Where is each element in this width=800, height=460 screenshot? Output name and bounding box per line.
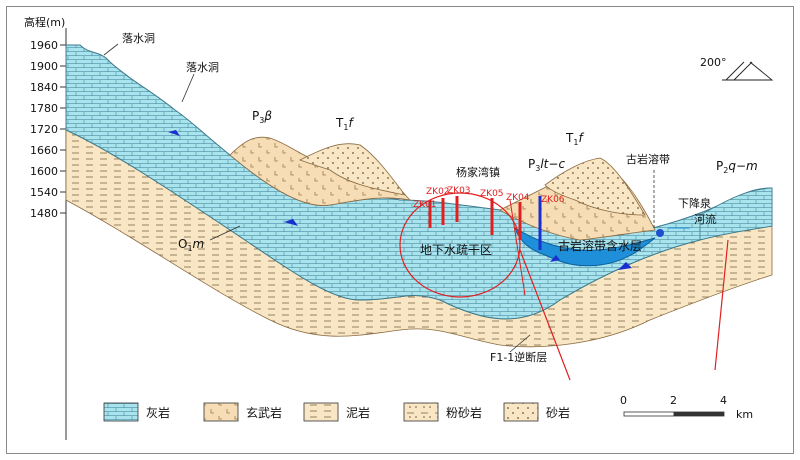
o1m-label: O1m bbox=[178, 237, 204, 253]
axis-tick-label: 1840 bbox=[30, 81, 58, 94]
axis-tick-label: 1960 bbox=[30, 39, 58, 52]
scale-tick: 2 bbox=[670, 394, 677, 407]
scale-unit: km bbox=[736, 408, 753, 421]
axis-tick-label: 1780 bbox=[30, 102, 58, 115]
scale-bar: 0 2 4 km bbox=[620, 394, 753, 421]
limestone-slope-right bbox=[699, 187, 773, 241]
orientation-label: 200° bbox=[700, 56, 727, 69]
aquifer-label: 古岩溶带含水层 bbox=[558, 238, 642, 253]
axis-tick-label: 1720 bbox=[30, 123, 58, 136]
river-label: 河流 bbox=[694, 212, 716, 226]
flow-arrows bbox=[168, 130, 632, 270]
spring-label: 下降泉 bbox=[678, 196, 711, 210]
scale-tick: 4 bbox=[720, 394, 727, 407]
borehole-label: ZK03 bbox=[447, 186, 471, 196]
fault-label: F1-1逆断层 bbox=[490, 350, 547, 364]
borehole-label: ZK06 bbox=[541, 195, 565, 205]
axis-title: 高程(m) bbox=[24, 15, 65, 29]
cave-label-2: 落水洞 bbox=[186, 61, 219, 74]
unit-labels: 落水洞 落水洞 P3β T1f 杨家湾镇 P3lt−c T1f 古岩溶带 下降泉… bbox=[103, 32, 774, 364]
fault-line-f1 bbox=[519, 249, 571, 381]
borehole-label: ZK01 bbox=[413, 200, 437, 210]
borehole-label: ZK05 bbox=[480, 189, 504, 199]
fault-line-right bbox=[714, 239, 729, 371]
ancient-karst-label: 古岩溶带 bbox=[626, 152, 670, 166]
drainage-zone-ellipse bbox=[399, 192, 521, 298]
boreholes bbox=[428, 196, 542, 250]
elevation-axis: 高程(m) 1960 1900 1840 1780 1720 1660 1600 1540 14… bbox=[24, 15, 67, 440]
legend-label: 砂岩 bbox=[546, 405, 570, 420]
sandstone-hill-right bbox=[544, 157, 646, 216]
orientation-icon bbox=[722, 61, 774, 81]
ancient-karst-aquifer bbox=[514, 226, 656, 267]
legend-label: 玄武岩 bbox=[246, 405, 282, 420]
axis-tick-label: 1600 bbox=[30, 165, 58, 178]
p3lt-label: P3lt−c bbox=[528, 157, 565, 173]
scale-tick: 0 bbox=[620, 394, 627, 407]
town-label: 杨家湾镇 bbox=[456, 165, 500, 179]
borehole-label: ZK04 bbox=[506, 193, 530, 203]
drainage-zone-label: 地下水疏干区 bbox=[420, 242, 492, 257]
axis-tick-label: 1900 bbox=[30, 60, 58, 73]
axis-tick-label: 1480 bbox=[30, 207, 58, 220]
legend: 灰岩 玄武岩 泥岩 粉砂岩 砂岩 bbox=[103, 402, 570, 422]
p2qm-label: P2q−m bbox=[716, 159, 758, 175]
legend-label: 灰岩 bbox=[146, 405, 170, 420]
t1f-right-label: T1f bbox=[565, 131, 584, 147]
spring-icon bbox=[656, 229, 664, 237]
borehole-label: ZK02 bbox=[426, 187, 450, 197]
sandstone-hill-left bbox=[299, 143, 406, 196]
fault-line-mid bbox=[509, 199, 526, 296]
p3b-label: P3β bbox=[252, 109, 272, 125]
cave-label-1: 落水洞 bbox=[122, 32, 155, 45]
figure-frame bbox=[6, 6, 794, 454]
legend-label: 泥岩 bbox=[346, 405, 370, 420]
axis-tick-label: 1540 bbox=[30, 186, 58, 199]
borehole-labels: ZK01 ZK02 ZK03 ZK05 ZK04 ZK06 bbox=[413, 186, 565, 210]
legend-label: 粉砂岩 bbox=[446, 405, 482, 420]
t1f-left-label: T1f bbox=[335, 116, 354, 132]
axis-tick-label: 1660 bbox=[30, 144, 58, 157]
